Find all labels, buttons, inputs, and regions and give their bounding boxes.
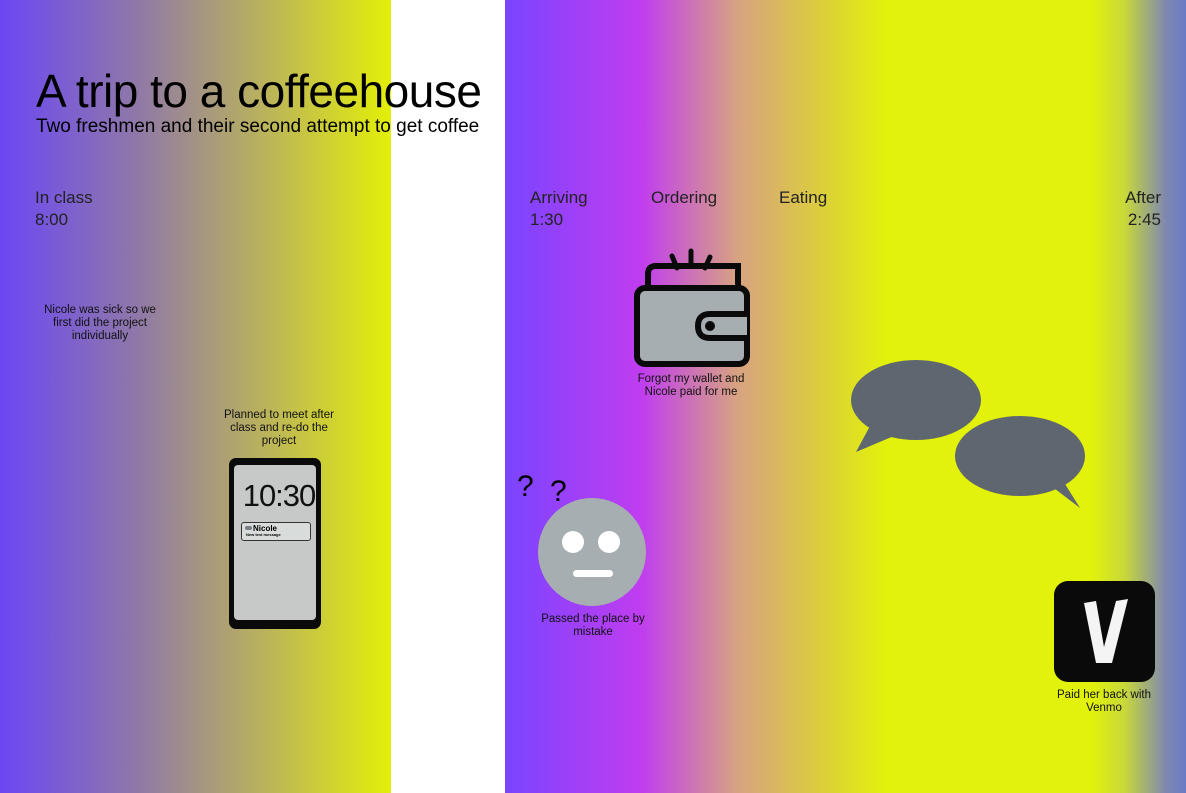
note-passed: Passed the place by mistake — [541, 613, 645, 638]
phone-clock: 10:30 — [242, 478, 317, 513]
speech-bubbles-icon — [848, 358, 1088, 513]
stage-label: Ordering — [651, 188, 718, 207]
note-planned: Planned to meet after class and re-do th… — [224, 409, 334, 447]
question-mark-icon: ? — [550, 475, 567, 508]
wallet-icon — [634, 248, 752, 368]
venmo-app-icon — [1054, 581, 1155, 682]
stage-label: In class — [35, 188, 93, 207]
stage-label: After — [1125, 188, 1161, 207]
page-title: A trip to a coffeehouse — [36, 65, 482, 117]
note-venmo: Paid her back with Venmo — [1057, 689, 1151, 714]
note-sick: Nicole was sick so we first did the proj… — [44, 304, 156, 342]
smartphone-icon: 10:30 Nicole New text message — [229, 458, 321, 629]
stage-time: 8:00 — [35, 210, 69, 229]
stage-time: 1:30 — [530, 210, 564, 229]
notification-body: New text message — [246, 532, 281, 537]
phone-notification: Nicole New text message — [241, 522, 311, 541]
page-subtitle: Two freshmen and their second attempt to… — [36, 116, 480, 137]
stage-after: After 2:45 — [1100, 187, 1161, 231]
notification-name: Nicole — [253, 524, 278, 533]
stage-eating: Eating — [779, 187, 827, 209]
confused-face-icon: ? ? — [515, 470, 655, 606]
message-bubble-icon — [245, 526, 252, 530]
stage-ordering: Ordering — [651, 187, 717, 209]
stage-time: 2:45 — [1127, 210, 1161, 229]
stage-label: Eating — [779, 188, 828, 207]
question-mark-icon: ? — [517, 470, 534, 503]
note-wallet: Forgot my wallet and Nicole paid for me — [637, 373, 745, 398]
left-panel-background — [0, 0, 391, 793]
stage-in-class: In class 8:00 — [35, 187, 93, 231]
stage-arriving: Arriving 1:30 — [530, 187, 588, 231]
stage-label: Arriving — [530, 188, 588, 207]
